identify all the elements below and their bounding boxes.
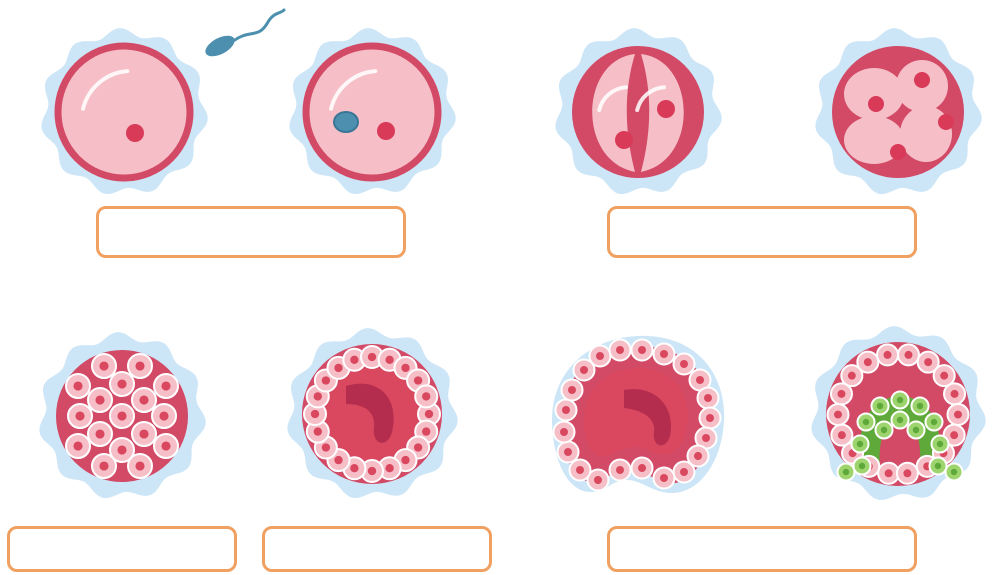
- cell-membrane: [306, 46, 438, 178]
- nucleus: [914, 72, 930, 88]
- answer-box-morula-stage[interactable]: [7, 526, 237, 572]
- nucleus: [868, 96, 884, 112]
- blastula-stage: [287, 328, 457, 498]
- early-gastrula-stage: [552, 336, 724, 493]
- fertilized-egg-cell: [289, 28, 455, 194]
- sperm-tail: [232, 10, 284, 42]
- cell-membrane: [58, 46, 190, 178]
- blastomere: [844, 68, 904, 120]
- sperm-nucleus: [334, 112, 358, 132]
- nucleus: [938, 114, 954, 130]
- nucleus: [657, 100, 675, 118]
- two-cell-stage: [555, 28, 721, 194]
- gastrula-stage: [812, 326, 986, 500]
- four-cell-stage: [815, 28, 981, 194]
- answer-box-zygote-stage[interactable]: [96, 206, 406, 258]
- sperm-head: [202, 31, 238, 60]
- answer-box-gastrula-stage[interactable]: [607, 526, 917, 572]
- nucleus: [615, 131, 633, 149]
- nucleus: [890, 144, 906, 160]
- answer-box-blastula-stage[interactable]: [262, 526, 492, 572]
- egg-cell: [41, 28, 207, 194]
- nucleus: [377, 122, 395, 140]
- nucleus: [126, 124, 144, 142]
- answer-box-cleavage-stage[interactable]: [607, 206, 917, 258]
- sperm-cell: [202, 10, 284, 61]
- morula-stage: [39, 332, 205, 498]
- cell-membrane: [572, 46, 704, 178]
